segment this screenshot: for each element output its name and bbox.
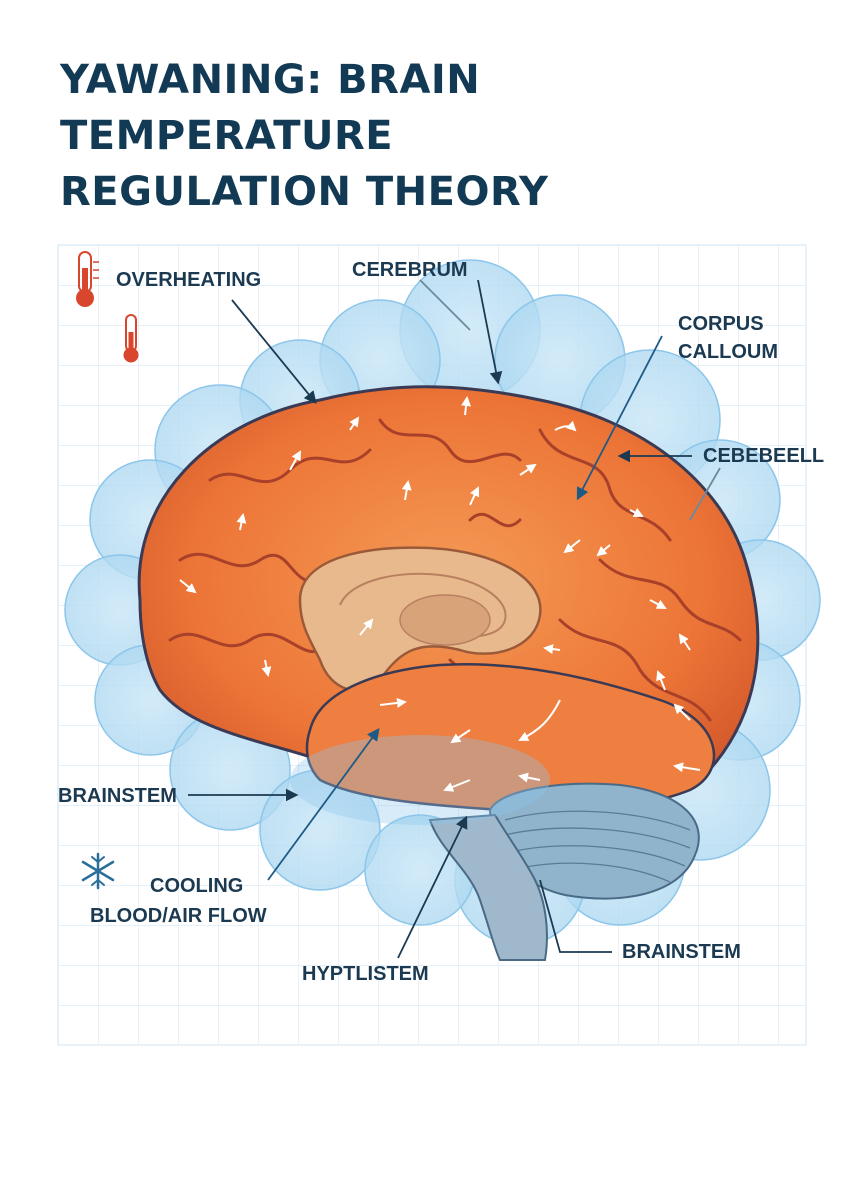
label-corpus-line1: CORPUS [678, 313, 764, 335]
title-line-2: REGULATION THEORY [60, 169, 549, 215]
label-cooling-line2: BLOOD/AIR FLOW [90, 905, 267, 927]
page-title: YAWANING: BRAIN TEMPERATURE REGULATION T… [60, 52, 820, 220]
label-hyptlistem: HYPTLISTEM [302, 963, 429, 985]
temporal-lobe [305, 662, 716, 814]
thermometer-icon [76, 251, 99, 307]
label-brainstem-right: BRAINSTEM [622, 941, 741, 963]
thermometer-icon [123, 314, 139, 363]
label-cebebeell: CEBEBEELL [703, 445, 824, 467]
label-brainstem-left: BRAINSTEM [58, 785, 177, 807]
label-overheating: OVERHEATING [116, 269, 261, 291]
corpus-callosum-region [298, 546, 542, 692]
heat-flow-arrows [179, 396, 701, 792]
cooling-overlay [290, 735, 550, 825]
leader-lines [188, 279, 721, 959]
label-cerebrum: CEREBRUM [352, 259, 468, 281]
label-cooling-line1: COOLING [150, 875, 243, 897]
brainstem [428, 813, 548, 961]
snowflake-icon [81, 852, 115, 890]
label-corpus-line2: CALLOUM [678, 341, 778, 363]
title-line-1: YAWANING: BRAIN TEMPERATURE [60, 57, 481, 159]
cerebellum [488, 782, 700, 900]
